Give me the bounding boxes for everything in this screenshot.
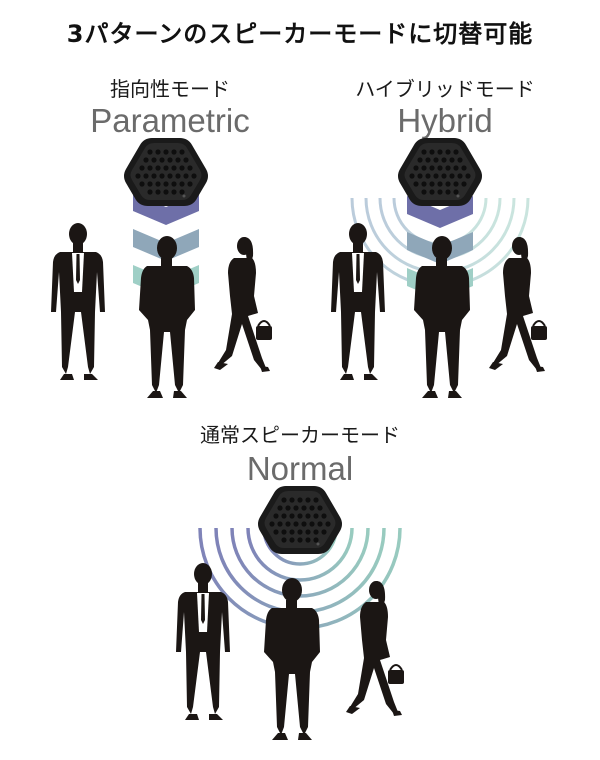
normal-mode-name: Normal [246, 450, 354, 487]
person-silhouette-icon [345, 580, 405, 717]
hybrid-mode-name: Hybrid [397, 102, 493, 139]
hexagon-speaker-icon [124, 138, 208, 206]
person-silhouette-icon [139, 236, 195, 398]
page-title: 3パターンのスピーカーモードに切替可能 [66, 20, 534, 48]
normal-scene [176, 486, 405, 740]
person-silhouette-icon [414, 236, 470, 398]
normal-mode-label: 通常スピーカーモード [200, 423, 400, 447]
person-silhouette-icon [176, 563, 230, 720]
parametric-mode-label: 指向性モード [110, 77, 230, 101]
person-silhouette-icon [213, 236, 273, 373]
person-silhouette-icon [331, 223, 385, 380]
hexagon-speaker-icon [258, 486, 342, 554]
parametric-mode-name: Parametric [90, 102, 250, 139]
hybrid-scene [331, 138, 548, 398]
person-silhouette-icon [51, 223, 105, 380]
hexagon-speaker-icon [398, 138, 482, 206]
person-silhouette-icon [264, 578, 320, 740]
parametric-scene [51, 138, 273, 398]
hybrid-mode-label: ハイブリッドモード [355, 77, 535, 101]
person-silhouette-icon [488, 236, 548, 373]
